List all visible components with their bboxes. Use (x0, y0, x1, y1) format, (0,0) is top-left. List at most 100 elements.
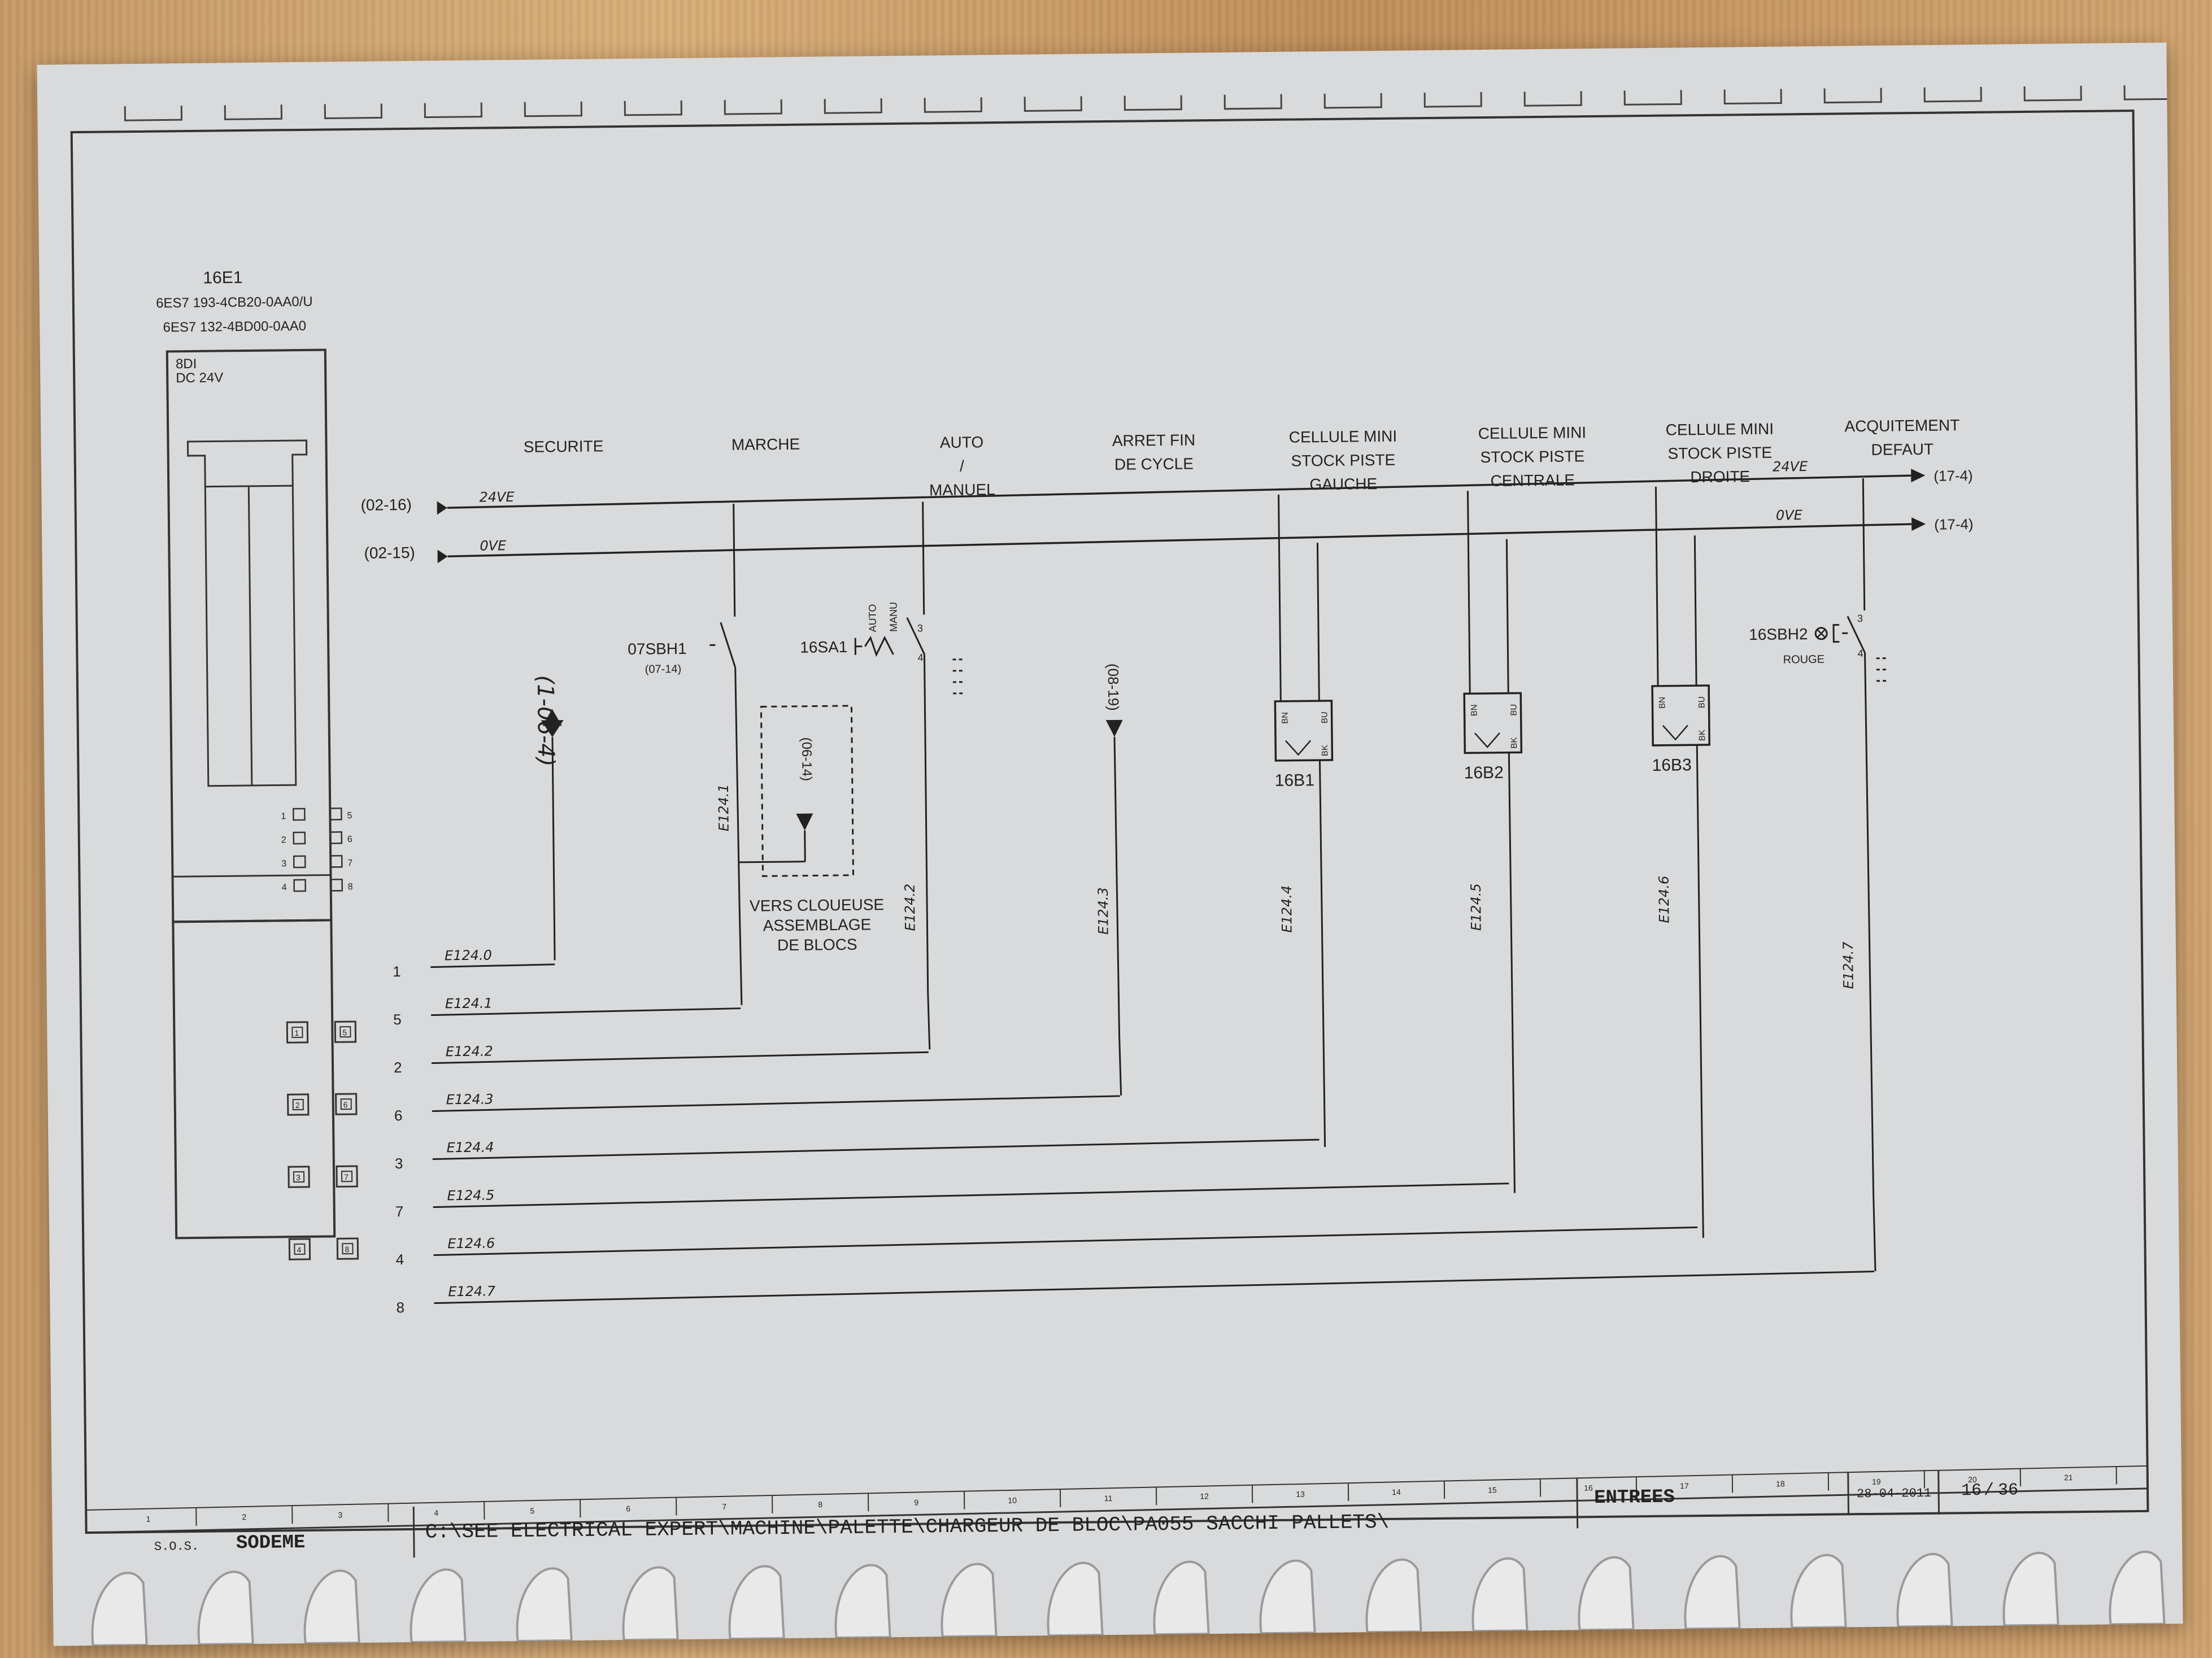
column-title-line: DE CYCLE (1114, 455, 1194, 473)
vertical-signal-label: E124.4 (1279, 885, 1295, 933)
grid-number: 4 (434, 1508, 438, 1517)
binding-ring (303, 1569, 360, 1645)
binding-ring (410, 1568, 467, 1644)
terminal-box (288, 1238, 311, 1260)
svg-text:/: / (1984, 1481, 1994, 1500)
schematic-page: 16E1 6ES7 193-4CB20-0AA0/U 6ES7 132-4BD0… (37, 42, 2183, 1646)
module-slot (186, 439, 308, 787)
rail-24ve-label-left: 24VE (479, 489, 515, 505)
terminal-number: 4 (297, 1245, 301, 1254)
column-title-line: ACQUITEMENT (1844, 416, 1960, 435)
sensor-pin-bn: BN (1657, 697, 1667, 709)
led-label: 6 (347, 835, 352, 844)
signal-label: E124.2 (446, 1043, 493, 1059)
acquitement-pushbutton: 16SBH2 ROUGE 3 4 (1749, 478, 1888, 1192)
selector-manu-label: MANU (887, 602, 899, 632)
binding-ring (1153, 1560, 1210, 1636)
grid-number: 19 (1872, 1477, 1881, 1486)
grid-number: 2 (242, 1512, 246, 1521)
signal-terminal: 5 (393, 1011, 402, 1028)
terminal-box (334, 1020, 357, 1043)
grid-number: 6 (626, 1504, 630, 1513)
binding-ring (834, 1564, 891, 1639)
grid-number: 9 (914, 1498, 918, 1507)
terminal-number: 2 (295, 1101, 300, 1110)
sensor-body (1651, 684, 1710, 747)
column-title-line: / (960, 457, 964, 475)
grid-number: 14 (1392, 1487, 1401, 1496)
sensor-pin-bu: BU (1509, 704, 1518, 716)
selector-tag: 16SA1 (800, 638, 847, 656)
signal-terminal: 3 (395, 1155, 403, 1172)
signal-terminal: 6 (394, 1107, 403, 1124)
grid-number: 7 (722, 1502, 726, 1511)
rail-24ve-to: (17-4) (1934, 467, 1973, 485)
grid-number: 20 (1968, 1475, 1977, 1484)
grid-number: 10 (1008, 1496, 1017, 1505)
sensor-symbol-icon (1285, 740, 1312, 756)
selector-t3: 3 (917, 622, 923, 634)
grid-number: 18 (1776, 1479, 1785, 1488)
terminal-box (335, 1093, 358, 1115)
arret-branch: (08-19) (1105, 664, 1123, 1036)
vers-text-3: DE BLOCS (777, 936, 857, 954)
rail-0ve-to: (17-4) (1934, 516, 1974, 533)
sensor-tag: 16B3 (1652, 756, 1691, 775)
rail-0ve: (02-15) (17-4) 0VE 0VE (364, 507, 1974, 564)
module-tag: 16E1 (203, 268, 242, 287)
grid-number: 3 (338, 1510, 342, 1519)
led-indicator (329, 807, 342, 821)
spiral-binding (91, 1550, 2166, 1646)
rail-0ve-label-left: 0VE (480, 538, 507, 553)
vertical-signal-label: E124.5 (1468, 883, 1484, 931)
column-title-line: CELLULE MINI (1666, 420, 1774, 439)
signal-label: E124.5 (447, 1187, 494, 1203)
selector-t4: 4 (917, 652, 923, 663)
led-label: 3 (281, 859, 286, 869)
sensor-pin-bn: BN (1469, 704, 1479, 716)
binding-ring (1365, 1558, 1422, 1634)
binding-ring (1684, 1555, 1741, 1630)
arret-ref: (08-19) (1105, 664, 1122, 711)
signal-label: E124.4 (446, 1139, 494, 1155)
terminal-number: 5 (342, 1028, 347, 1037)
lamp-icon (1814, 627, 1828, 640)
sensor-tag: 16B2 (1464, 763, 1504, 783)
signal-label: E124.6 (447, 1235, 495, 1251)
signal-terminal: 4 (395, 1251, 404, 1268)
module-terminal-block (172, 919, 336, 1240)
grid-number: 5 (530, 1506, 534, 1515)
grid-number: 1 (146, 1515, 150, 1524)
led-label: 8 (348, 882, 353, 892)
led-indicator (293, 855, 306, 869)
signal-label: E124.3 (446, 1091, 494, 1107)
sensor-symbol-icon (1474, 732, 1500, 748)
terminal-box (336, 1165, 358, 1188)
grid-number: 11 (1104, 1494, 1113, 1503)
acq-tag: 16SBH2 (1749, 625, 1808, 643)
led-indicator (293, 879, 307, 892)
led-label: 1 (281, 811, 286, 821)
binding-ring (1471, 1557, 1529, 1633)
sensor-pin-bu: BU (1320, 712, 1330, 723)
signal-terminal: 2 (394, 1059, 402, 1076)
section-name: ENTREES (1594, 1487, 1675, 1509)
vertical-signal-label: E124.7 (1840, 941, 1857, 989)
column-title-line: STOCK PISTE (1667, 444, 1772, 463)
drawing-date: 28-04-2011 (1857, 1486, 1931, 1501)
column-title-line: CELLULE MINI (1478, 424, 1587, 442)
terminal-number: 7 (344, 1172, 349, 1181)
sensor-body (1463, 692, 1523, 754)
vertical-signal-label: E124.2 (902, 884, 918, 931)
rail-0ve-from: (02-15) (364, 544, 415, 562)
led-label: 2 (281, 835, 286, 845)
binding-ring (2109, 1550, 2166, 1626)
binding-ring (516, 1567, 573, 1643)
rail-24ve: (02-16) (17-4) 24VE 24VE (360, 459, 1973, 515)
led-indicator (329, 831, 343, 844)
column-title-line: CENTRALE (1490, 471, 1575, 490)
